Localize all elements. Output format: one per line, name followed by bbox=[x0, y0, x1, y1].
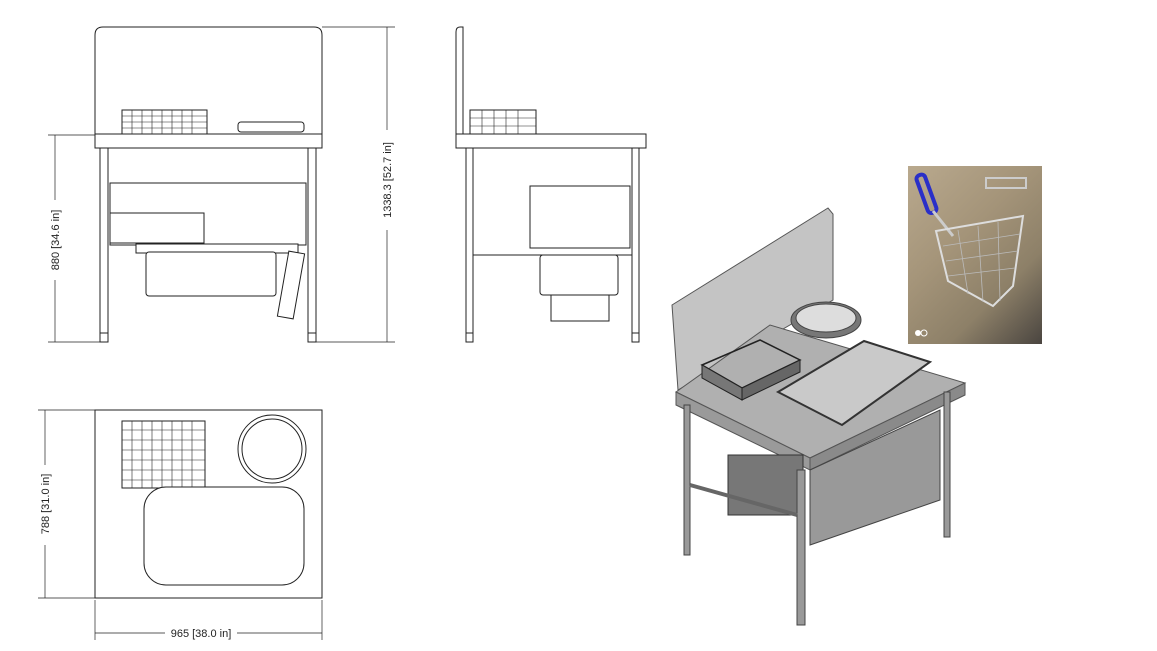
front-view bbox=[94, 26, 323, 343]
basket-photo bbox=[908, 166, 1042, 344]
fry-basket-image bbox=[914, 172, 1027, 337]
svg-text:1338.3 [52.7 in]: 1338.3 [52.7 in] bbox=[382, 142, 394, 218]
svg-text:965 [38.0 in]: 965 [38.0 in] bbox=[171, 628, 232, 640]
side-view bbox=[455, 26, 647, 343]
svg-text:788 [31.0 in]: 788 [31.0 in] bbox=[40, 474, 52, 535]
dimension-depth: 788 [31.0 in] bbox=[37, 409, 95, 599]
top-view bbox=[94, 409, 323, 599]
dimension-front-height: 880 [34.6 in] bbox=[47, 134, 100, 343]
svg-text:880 [34.6 in]: 880 [34.6 in] bbox=[50, 210, 62, 271]
dimension-overall-height: 1338.3 [52.7 in] bbox=[316, 26, 395, 343]
dimension-width: 965 [38.0 in] bbox=[94, 600, 323, 640]
isometric-view bbox=[671, 207, 967, 626]
